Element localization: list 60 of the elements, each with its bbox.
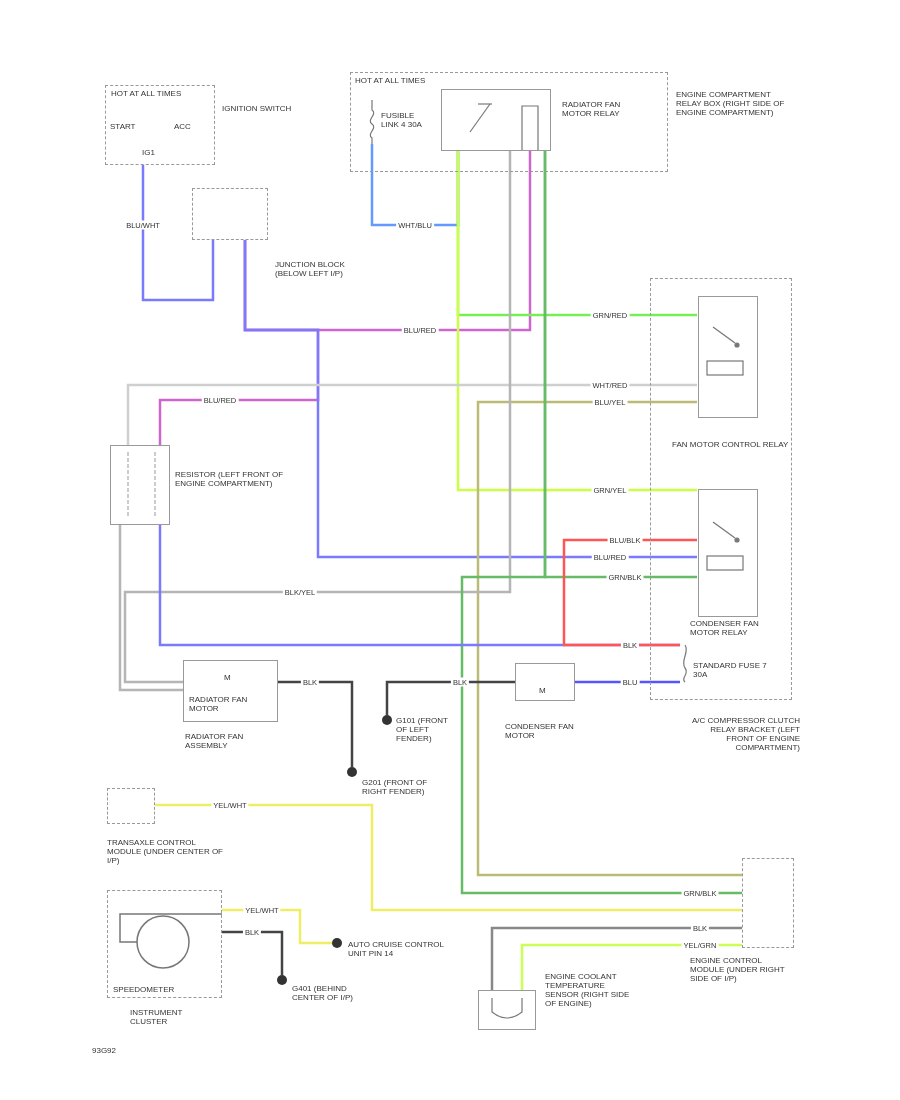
component-box — [107, 890, 222, 998]
wire — [141, 165, 215, 302]
component-outline — [192, 188, 268, 240]
component-label: STANDARD FUSE 7 30A — [693, 661, 768, 679]
component-label: FAN MOTOR CONTROL RELAY — [672, 440, 790, 449]
component-label: ENGINE CONTROL MODULE (UNDER RIGHT SIDE OF I/P) — [690, 956, 786, 983]
component-label: INSTRUMENT CLUSTER — [130, 1008, 184, 1026]
component-label: RADIATOR FAN MOTOR — [189, 695, 249, 713]
figure-number: 93G92 — [92, 1046, 117, 1055]
component-label: ENGINE COMPARTMENT RELAY BOX (RIGHT SIDE OF ENGINE COMPARTMENT) — [676, 90, 786, 117]
component-outline — [742, 858, 794, 948]
splice-dot — [332, 938, 342, 948]
component-label: RESISTOR (LEFT FRONT OF ENGINE COMPARTMENT) — [175, 470, 284, 488]
component-label: TRANSAXLE CONTROL MODULE (UNDER CENTER OF I/P) — [107, 838, 224, 865]
component-label: G401 (BEHIND CENTER OF I/P) — [292, 984, 354, 1002]
component-label: CONDENSER FAN MOTOR RELAY — [690, 619, 760, 637]
component-label: G201 (FRONT OF RIGHT FENDER) — [362, 778, 429, 796]
splice-dot — [382, 715, 392, 725]
wire — [278, 680, 354, 767]
wire — [123, 150, 512, 684]
component-label: A/C COMPRESSOR CLUTCH RELAY BRACKET (LEFT FRONT OF ENGINE COMPARTMENT) — [691, 716, 800, 752]
wire — [456, 150, 697, 492]
wire — [118, 525, 183, 692]
component-label: FUSIBLE LINK 4 30A — [381, 111, 423, 129]
wire — [460, 150, 742, 895]
wire — [155, 803, 742, 912]
component-box — [698, 296, 758, 418]
component-label: RADIATOR FAN ASSEMBLY — [185, 732, 245, 750]
component-box — [350, 72, 668, 172]
component-box — [698, 489, 758, 617]
splice-dot — [277, 975, 287, 985]
component-label: IG1 — [142, 148, 156, 157]
component-label: AUTO CRUISE CONTROL UNIT PIN 14 — [348, 940, 445, 958]
component-box — [110, 445, 170, 525]
component-label: JUNCTION BLOCK (BELOW LEFT I/P) — [275, 260, 346, 278]
component-box — [183, 660, 278, 722]
component-label: ENGINE COOLANT TEMPERATURE SENSOR (RIGHT SIDE OF ENGINE) — [545, 972, 631, 1008]
component-outline — [650, 278, 792, 700]
component-box — [441, 89, 551, 151]
component-label: M — [224, 673, 232, 682]
component-label: G101 (FRONT OF LEFT FENDER) — [396, 716, 449, 743]
component-label: RADIATOR FAN MOTOR RELAY — [562, 100, 622, 118]
component-label: M — [539, 686, 547, 695]
component-box — [515, 663, 575, 701]
component-label: START — [110, 122, 137, 131]
component-label: CONDENSER FAN MOTOR — [505, 722, 575, 740]
wire — [126, 383, 697, 445]
component-label: ACC — [174, 122, 192, 131]
wire — [490, 926, 742, 990]
component-label: HOT AT ALL TIMES — [111, 89, 183, 98]
component-outline — [107, 788, 155, 824]
wire — [385, 680, 515, 715]
component-label: IGNITION SWITCH — [222, 104, 292, 113]
wire — [243, 240, 697, 559]
splice-dot — [347, 767, 357, 777]
component-box — [478, 990, 536, 1030]
wire — [476, 400, 742, 877]
component-box — [105, 85, 215, 165]
component-label: HOT AT ALL TIMES — [355, 76, 427, 85]
component-label: SPEEDOMETER — [113, 985, 176, 994]
